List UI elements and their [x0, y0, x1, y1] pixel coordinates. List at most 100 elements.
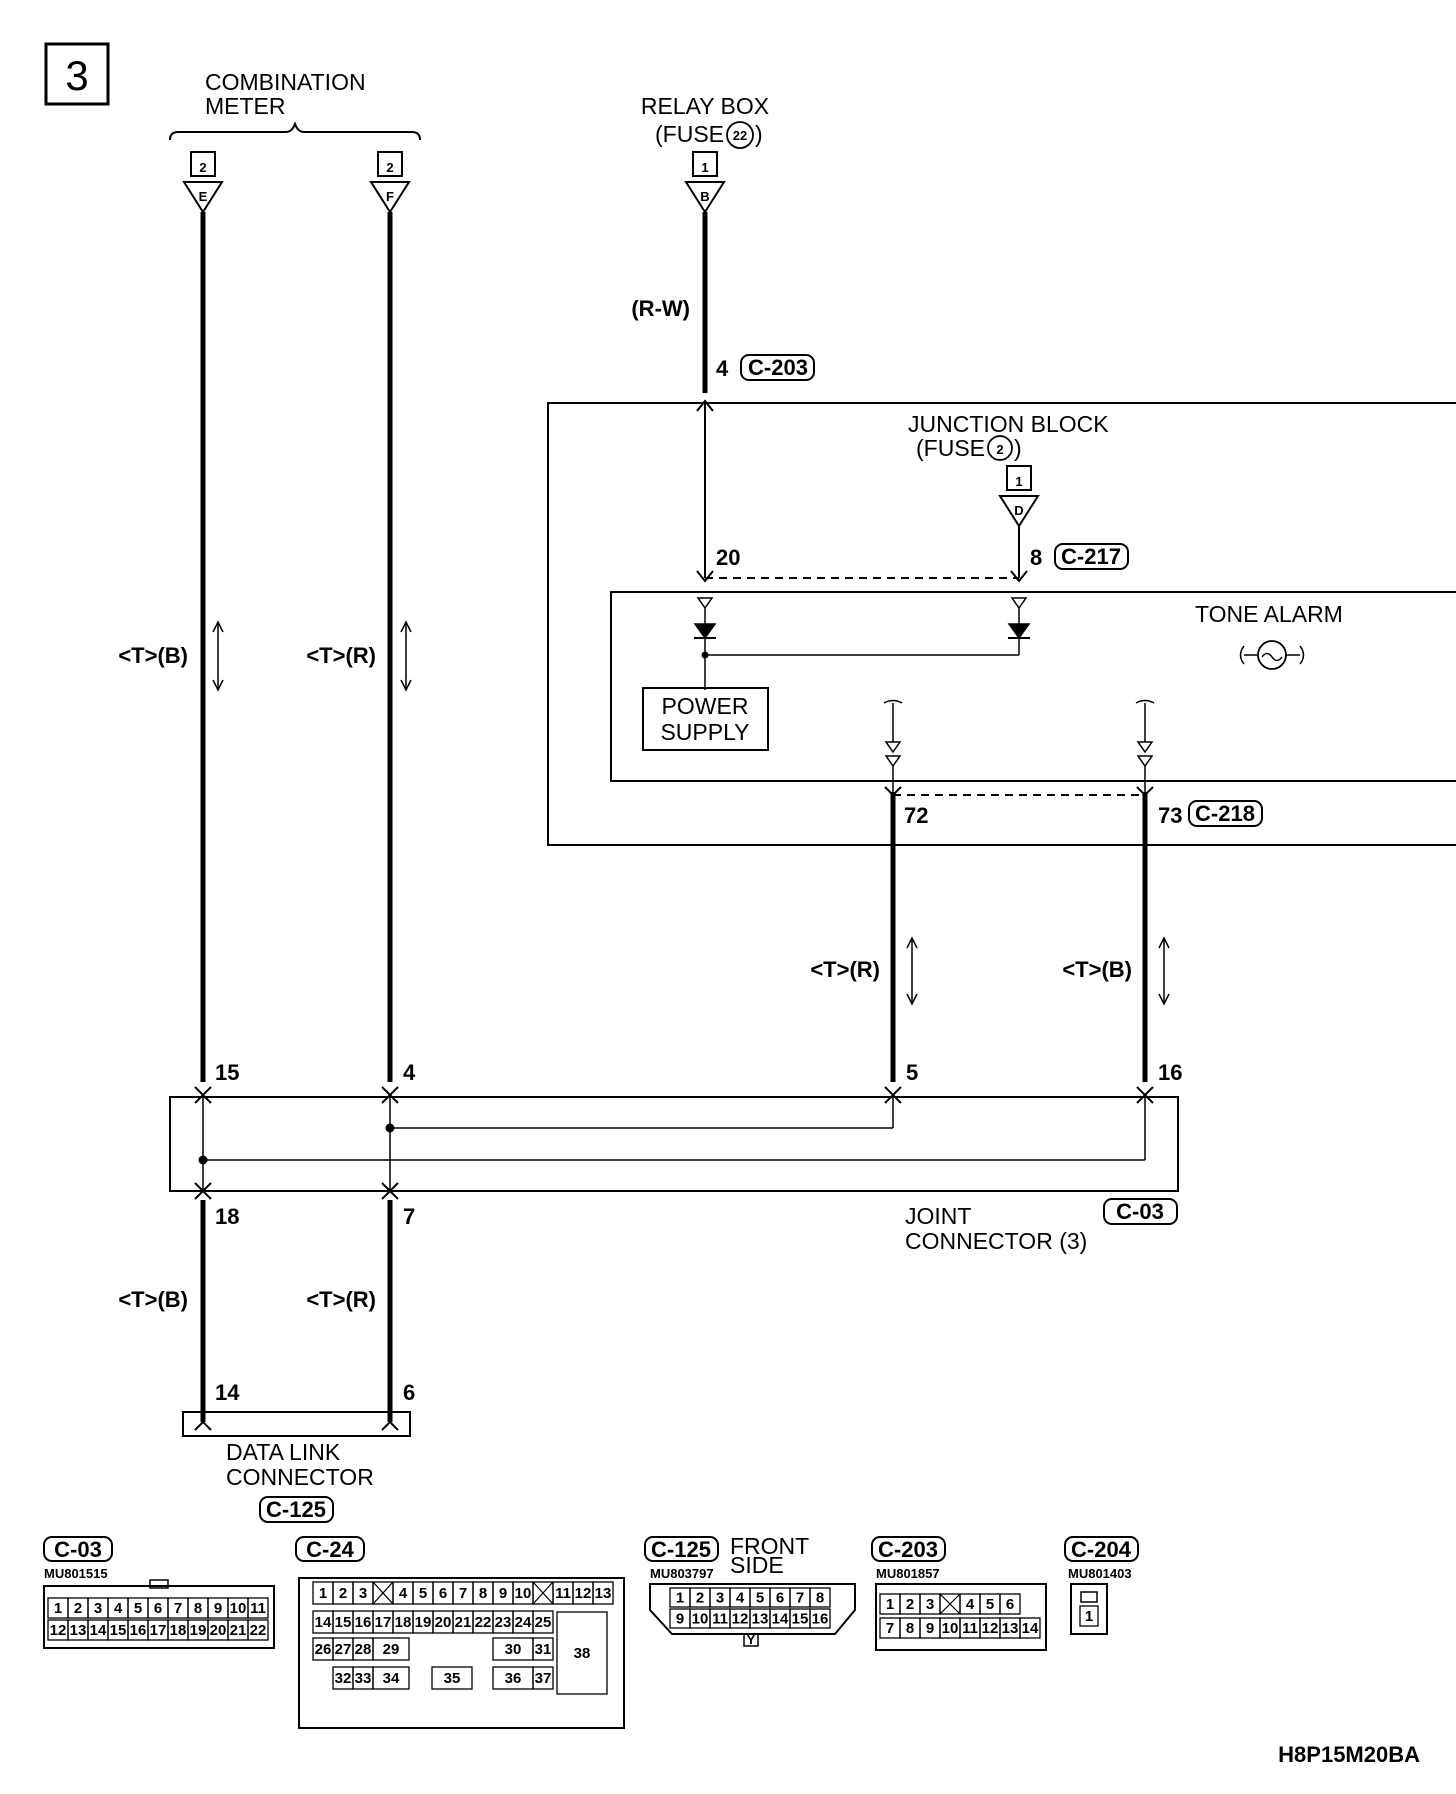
meter-terminal-e-box — [190, 151, 216, 177]
tone-alarm-label: TONE ALARM — [1195, 601, 1343, 627]
legend-c24-pin-cell — [556, 1611, 608, 1695]
legend-c203-pin-label: 11 — [962, 1620, 978, 1637]
c03-tag — [1103, 1198, 1178, 1225]
legend-c03-pin-label: 22 — [250, 1622, 267, 1639]
joint-connector-marks — [194, 1086, 1154, 1200]
joint-pin-16: 16 — [1158, 1060, 1182, 1085]
legend-c24-pin-label: 1 — [319, 1585, 327, 1602]
legend-c125-pin-label: 5 — [756, 1590, 764, 1607]
legend-c125-part: MU803797 — [650, 1566, 714, 1581]
legend-c125-tag — [644, 1536, 719, 1562]
legend-c24-pin-label: 34 — [383, 1670, 400, 1687]
legend-c03-pin-label: 14 — [90, 1622, 107, 1639]
relay-fuse-close: ) — [755, 121, 763, 147]
dlc-label-1: DATA LINK — [226, 1439, 341, 1465]
legend-c24-outline — [298, 1577, 625, 1729]
jb-fuse-circle — [987, 435, 1013, 461]
legend-c03-pin-label: 9 — [214, 1600, 222, 1617]
combination-meter-bracket — [169, 121, 421, 141]
jb-terminal-number: 1 — [1015, 474, 1022, 489]
jb-pin-20: 20 — [716, 545, 740, 570]
legend-c24-pin-blank-mark — [372, 1581, 394, 1605]
legend-c03-pin-label: 15 — [110, 1622, 127, 1639]
legend-c03-pin-label: 4 — [114, 1600, 123, 1617]
legend-c03-latch — [149, 1579, 169, 1589]
legend-c24-pin-label: 16 — [355, 1614, 372, 1631]
legend-c125-note-1: FRONT — [730, 1533, 809, 1559]
legend-c24-pin-cell — [431, 1666, 473, 1690]
legend-c24-pin-label: 36 — [505, 1670, 522, 1687]
legend-c204-outline — [1070, 1583, 1108, 1635]
legend-c24-pin-label: 38 — [574, 1645, 591, 1662]
c125-tag — [259, 1496, 334, 1523]
legend-c24-pin-label: 28 — [355, 1641, 372, 1658]
jb-fuse-number: 2 — [996, 442, 1003, 457]
c03-id: C-03 — [1116, 1199, 1164, 1224]
jb-pin-72: 72 — [904, 803, 928, 828]
legend-c203-pin-label: 9 — [926, 1620, 934, 1637]
legend-c03-pin-label: 18 — [170, 1622, 187, 1639]
legend-c24-pin-cell — [532, 1610, 554, 1634]
joint-connector-box — [169, 1096, 1179, 1192]
meter-f-terminal-number: 2 — [386, 160, 393, 175]
legend-c125-pin-label: 4 — [736, 1590, 745, 1607]
jb-terminal-triangle — [998, 495, 1040, 528]
joint-pin-7: 7 — [403, 1204, 415, 1229]
legend-c03-pin-label: 2 — [74, 1600, 82, 1617]
relay-fuse-number: 22 — [733, 128, 747, 143]
legend-c03-pin-label: 21 — [230, 1622, 247, 1639]
legend-c24-pin-cell — [532, 1666, 554, 1690]
c217-tag — [1054, 543, 1129, 570]
legend-c204-pin-label: 1 — [1085, 1608, 1093, 1625]
legend-c203-pin-label: 12 — [982, 1620, 999, 1637]
legend-c03-pin-label: 1 — [54, 1600, 62, 1617]
pin73-connector-mark — [1136, 786, 1154, 797]
legend-c24-pin-label: 19 — [415, 1614, 432, 1631]
legend-c24-pin-label: 15 — [335, 1614, 352, 1631]
legend-c24-pin-label: 20 — [435, 1614, 452, 1631]
c218-id: C-218 — [1195, 801, 1255, 826]
joint-pin-5: 5 — [906, 1060, 918, 1085]
jb-fuse-close: ) — [1014, 435, 1022, 461]
legend-c203-pin-cell — [1019, 1617, 1041, 1639]
signal-arrows — [212, 620, 1170, 1006]
legend-c03-pin-label: 3 — [94, 1600, 102, 1617]
pin72-arrow-up — [884, 741, 902, 754]
legend-c03-outline — [43, 1585, 275, 1649]
legend-c03-id: C-03 — [54, 1537, 102, 1562]
legend-c03-pin-label: 16 — [130, 1622, 147, 1639]
legend-c125-id: C-125 — [651, 1537, 711, 1562]
tone-alarm-break-right — [1299, 645, 1305, 665]
legend-c24-pin-label: 30 — [505, 1641, 522, 1658]
legend-c24-pin-label: 6 — [439, 1585, 447, 1602]
legend-c24-pin-label: 14 — [315, 1614, 332, 1631]
wire-tr-upper: <T>(R) — [306, 643, 376, 668]
legend-c125-pin-label: 9 — [676, 1611, 684, 1628]
legend-c125-pin-cell — [809, 1608, 831, 1629]
tone-alarm-unit-outline — [610, 591, 1456, 782]
legend-c125-pin-label: 14 — [772, 1611, 789, 1628]
pin20-input-triangle — [696, 597, 714, 610]
legend-c125-key-label: Y — [747, 1632, 756, 1647]
junction-block-outline — [547, 402, 1456, 846]
legend-c24-pin-label: 10 — [515, 1585, 532, 1602]
legend-c24-tag — [295, 1536, 365, 1562]
legend-c03-pin-label: 20 — [210, 1622, 227, 1639]
legend-c24-id: C-24 — [306, 1537, 354, 1562]
legend-c203-pin-label: 7 — [886, 1620, 894, 1637]
wire-tb-73: <T>(B) — [1062, 957, 1132, 982]
legend-c203-pin-cell — [999, 1593, 1021, 1615]
legend-c24-pin-label: 31 — [535, 1641, 552, 1658]
page-number-box — [44, 42, 110, 106]
legend-c204-id: C-204 — [1071, 1537, 1132, 1562]
legend-c03-tag — [43, 1536, 113, 1562]
legend-c203-pin-label: 2 — [906, 1596, 914, 1613]
diode-junction-dot — [701, 651, 709, 659]
legend-c03-pin-cell — [247, 1619, 269, 1641]
legend-c24-pin-cell — [372, 1666, 410, 1690]
legend-c24-pin-label: 32 — [335, 1670, 352, 1687]
pin8-input-triangle — [1010, 597, 1028, 610]
meter-f-letter: F — [386, 189, 394, 204]
